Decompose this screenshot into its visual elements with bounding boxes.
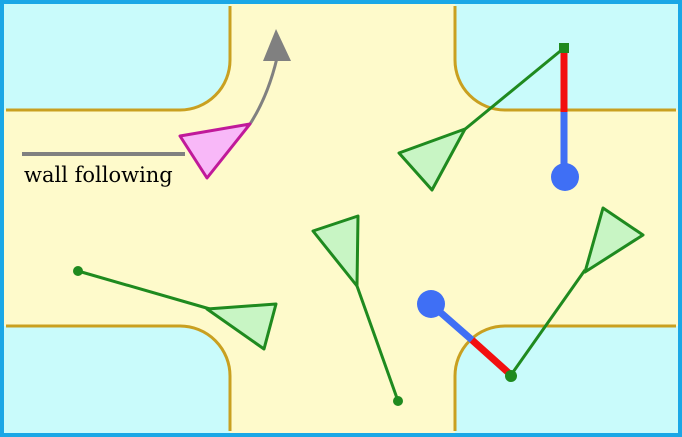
wall-bottom-left: [6, 324, 232, 431]
agent-center-trail: [355, 285, 400, 402]
turn-arrow-head: [263, 29, 291, 61]
agent-center-origin-dot: [393, 396, 403, 406]
agent-top-right-trail: [463, 46, 565, 132]
agent-bottom-right-blue-dot: [417, 290, 445, 318]
agent-top-right: [397, 43, 579, 192]
agent-left-triangle: [205, 302, 278, 351]
turn-arrow-curve: [248, 57, 279, 125]
agent-bottom-right-triangle: [583, 206, 645, 274]
agent-top-right-triangle: [397, 127, 467, 192]
wall-following-label: wall following: [24, 163, 173, 187]
agent-left-origin-dot: [73, 266, 83, 276]
agent-center: [311, 214, 403, 406]
agent-left-trail: [77, 269, 211, 311]
highlighted-agent: wall following: [22, 29, 291, 187]
agent-top-right-blue-dot: [551, 163, 579, 191]
road-walls: [6, 6, 676, 431]
agent-left: [73, 266, 278, 351]
agent-bottom-right-red-segment: [469, 337, 514, 378]
highlighted-agent-triangle: [178, 122, 252, 180]
agent-top-right-origin-marker: [559, 43, 569, 53]
agent-bottom-right-origin-dot: [505, 370, 517, 382]
wall-top-left: [6, 6, 232, 112]
wall-top-right: [453, 6, 676, 112]
agent-bottom-right-trail: [509, 269, 587, 376]
agent-center-triangle: [311, 214, 360, 288]
agent-bottom-right: [417, 206, 645, 382]
